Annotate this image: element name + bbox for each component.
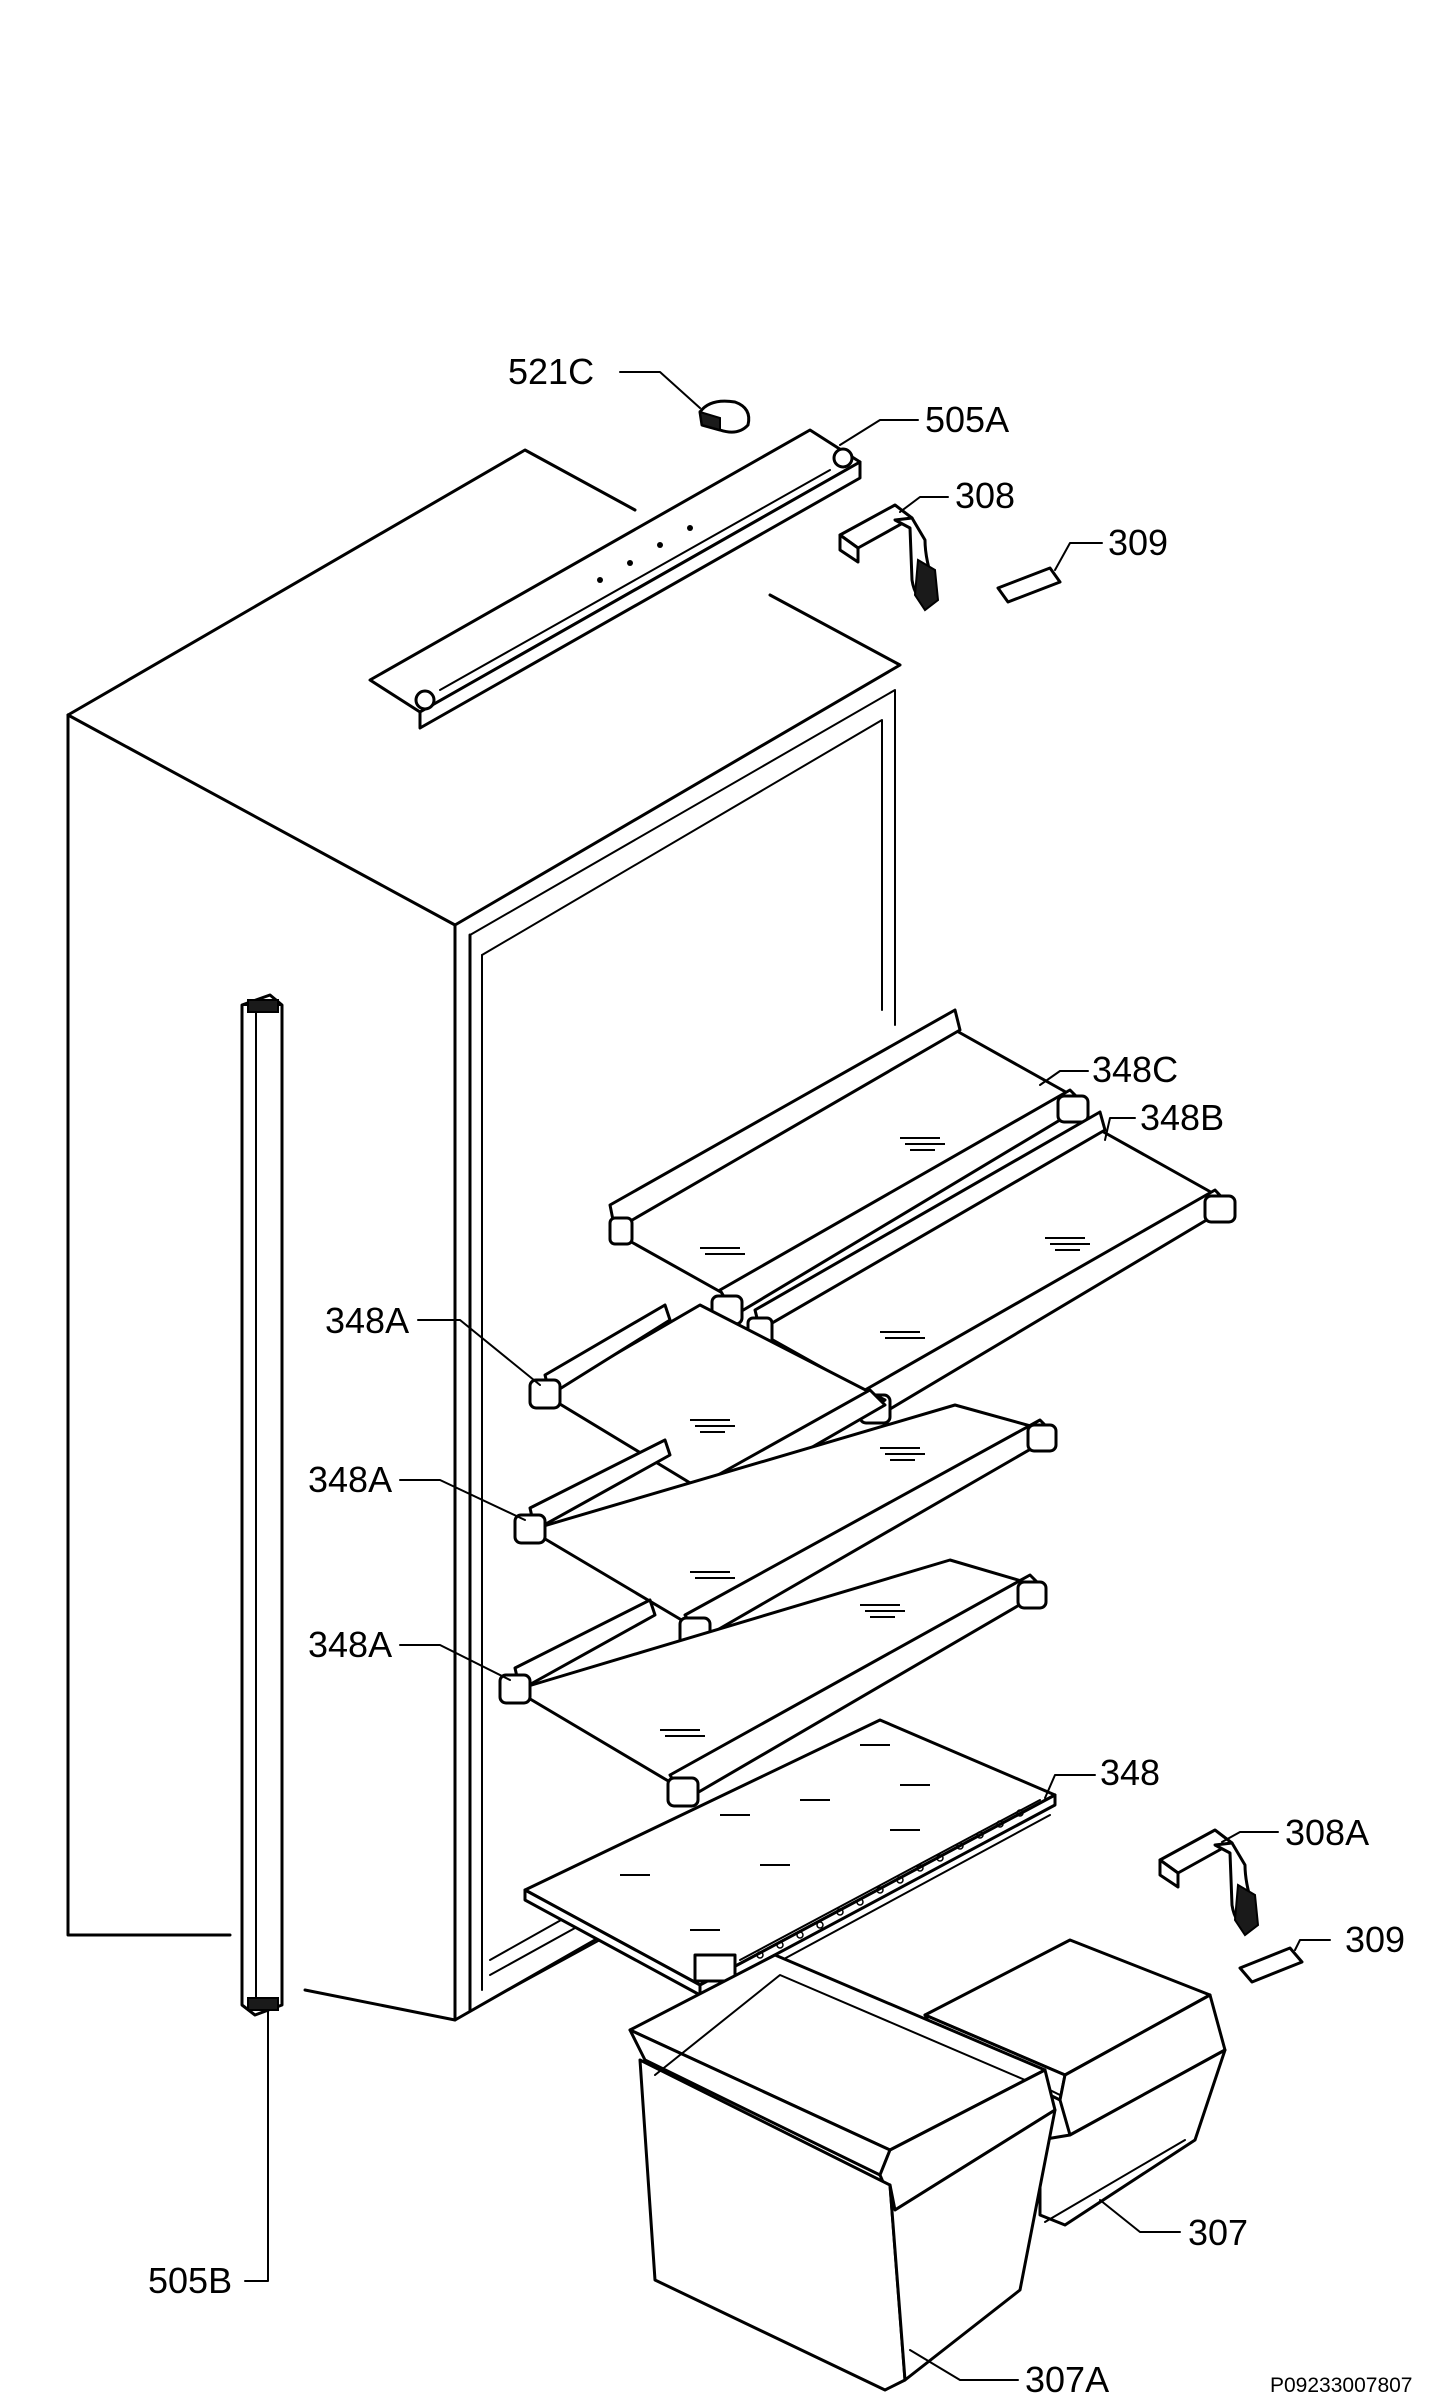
label-309-bottom: 309 (1345, 1919, 1405, 1960)
leader-lines (244, 371, 1331, 2381)
cap-521c (698, 399, 751, 434)
label-348: 348 (1100, 1752, 1160, 1793)
part-labels: 521C 505A 308 309 348C 348B 348A 348A 34… (148, 351, 1412, 2400)
label-505b: 505B (148, 2260, 232, 2301)
label-348a-3: 348A (308, 1624, 392, 1665)
top-hinge-plate-505a (368, 428, 862, 730)
shelf-348b (746, 1110, 1237, 1425)
label-348b: 348B (1140, 1097, 1224, 1138)
label-307a: 307A (1025, 2359, 1109, 2400)
label-308: 308 (955, 475, 1015, 516)
door-seal-strip-505b (240, 993, 284, 2017)
cover-plate-309-bottom (1238, 1946, 1304, 1984)
label-348a-2: 348A (308, 1459, 392, 1500)
label-505a: 505A (925, 399, 1009, 440)
label-348c: 348C (1092, 1049, 1178, 1090)
shelf-348c (608, 1008, 1090, 1326)
cabinet-body (66, 448, 902, 2022)
label-307: 307 (1188, 2212, 1248, 2253)
label-348a-1: 348A (325, 1300, 409, 1341)
hinge-308 (838, 503, 940, 612)
label-308a: 308A (1285, 1812, 1369, 1853)
crisper-bin-307a (628, 1953, 1057, 2392)
drawing-code: P09233007807 (1270, 2374, 1412, 2397)
glass-shelf-348 (523, 1718, 1057, 1997)
cover-plate-309-top (996, 566, 1062, 604)
hinge-308a (1158, 1828, 1260, 1937)
label-309-top: 309 (1108, 522, 1168, 563)
shelf-348a-3 (498, 1558, 1048, 1808)
label-521c: 521C (508, 351, 594, 392)
shelf-348a-2 (513, 1403, 1058, 1648)
